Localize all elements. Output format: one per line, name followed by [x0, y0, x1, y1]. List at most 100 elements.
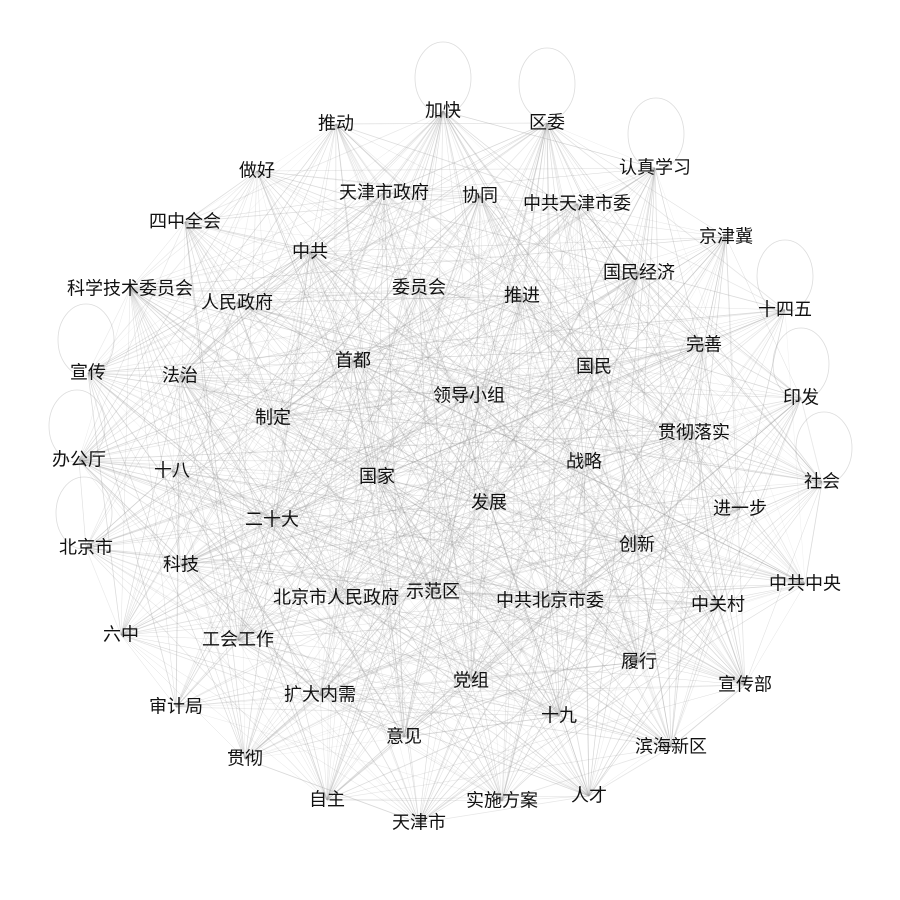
graph-edge — [383, 192, 806, 585]
graph-edge — [470, 272, 640, 682]
graph-edge — [236, 302, 705, 346]
graph-edge — [468, 395, 490, 504]
node-label-quwei: 区委 — [529, 113, 565, 134]
graph-edge — [175, 192, 385, 708]
graph-edge — [179, 375, 274, 419]
graph-edge — [418, 795, 590, 824]
graph-edge — [693, 432, 823, 483]
graph-edge — [271, 236, 727, 521]
graph-edge — [236, 302, 246, 760]
node-label-wanshan: 完善 — [686, 335, 722, 356]
graph-edge — [120, 366, 595, 636]
graph-edge — [335, 122, 548, 599]
graph-edge — [576, 203, 727, 238]
graph-edge — [236, 302, 274, 419]
graph-edge — [383, 192, 405, 738]
graph-edge — [670, 508, 741, 748]
graph-edge — [593, 167, 656, 368]
graph-edge — [638, 236, 727, 274]
graph-edge — [521, 122, 548, 297]
graph-edge — [129, 288, 551, 602]
graph-edge — [175, 432, 695, 708]
graph-edge — [319, 694, 590, 797]
graph-edge — [549, 583, 806, 602]
graph-edge — [120, 634, 177, 708]
graph-edge — [171, 360, 354, 472]
graph-edge — [78, 459, 640, 663]
graph-edge — [78, 432, 695, 461]
graph-edge — [549, 366, 595, 602]
graph-edge — [376, 476, 560, 717]
graph-edge — [179, 375, 590, 797]
graph-edge — [309, 251, 640, 663]
graph-edge — [272, 123, 337, 419]
graph-edge — [87, 302, 238, 374]
graph-edge — [335, 123, 420, 824]
graph-edge — [693, 344, 705, 434]
node-label-zhongguancun: 中关村 — [691, 595, 745, 616]
graph-edge — [236, 302, 354, 362]
graph-edge — [703, 309, 786, 346]
graph-edge — [636, 544, 806, 585]
graph-edge — [272, 417, 405, 738]
graph-edge — [272, 195, 481, 419]
graph-edge — [129, 288, 560, 717]
graph-edge — [326, 295, 523, 801]
node-label-beijingshirenminzhengfu: 北京市人民政府 — [273, 588, 399, 609]
graph-edge — [179, 309, 786, 377]
graph-edge — [335, 123, 523, 297]
graph-edge — [244, 251, 311, 760]
graph-edge — [326, 795, 590, 801]
node-label-jingjinji: 京津冀 — [699, 227, 753, 248]
graph-edge — [179, 375, 434, 593]
graph-edge — [244, 272, 640, 760]
graph-edge — [180, 481, 823, 566]
graph-edge — [468, 272, 640, 397]
graph-edge — [549, 432, 695, 602]
graph-edge — [576, 203, 595, 368]
graph-edge — [501, 481, 823, 802]
graph-edge — [725, 236, 741, 510]
graph-edge — [739, 309, 786, 510]
graph-edge — [319, 272, 640, 696]
graph-edge — [670, 684, 746, 748]
node-label-shifanqu: 示范区 — [406, 582, 460, 603]
graph-edge — [636, 508, 741, 546]
graph-edge — [403, 397, 802, 738]
graph-edge — [256, 170, 481, 197]
graph-edge — [638, 236, 727, 663]
graph-edge — [418, 395, 470, 824]
graph-edge — [418, 366, 595, 824]
graph-edge — [180, 110, 444, 566]
graph-edge — [376, 122, 548, 478]
graph-edge — [432, 397, 802, 593]
graph-edge — [179, 375, 672, 748]
graph-edge — [636, 544, 640, 663]
graph-edge — [488, 236, 727, 504]
graph-edge — [85, 295, 523, 549]
graph-edge — [744, 583, 806, 686]
graph-edge — [87, 372, 802, 399]
graph-edge — [237, 639, 672, 748]
graph-edge — [326, 123, 337, 801]
graph-edge — [468, 395, 823, 483]
graph-edge — [237, 639, 503, 802]
graph-edge — [237, 192, 385, 641]
graph-edge — [638, 272, 705, 346]
graph-edge — [703, 344, 746, 686]
graph-edge — [171, 470, 182, 566]
graph-edge — [271, 110, 444, 521]
graph-edge — [244, 432, 695, 760]
graph-edge — [470, 544, 638, 682]
graph-edge — [383, 192, 503, 802]
graph-edge — [175, 639, 239, 708]
graph-edge — [236, 302, 490, 504]
graph-edge — [470, 295, 523, 682]
graph-edge — [352, 360, 472, 682]
graph-edge — [335, 360, 354, 599]
graph-edge — [442, 110, 656, 169]
graph-edge — [272, 366, 595, 419]
graph-edge — [87, 122, 548, 374]
graph-edge — [326, 395, 470, 801]
node-label-xuanchuan: 宣传 — [70, 363, 106, 384]
